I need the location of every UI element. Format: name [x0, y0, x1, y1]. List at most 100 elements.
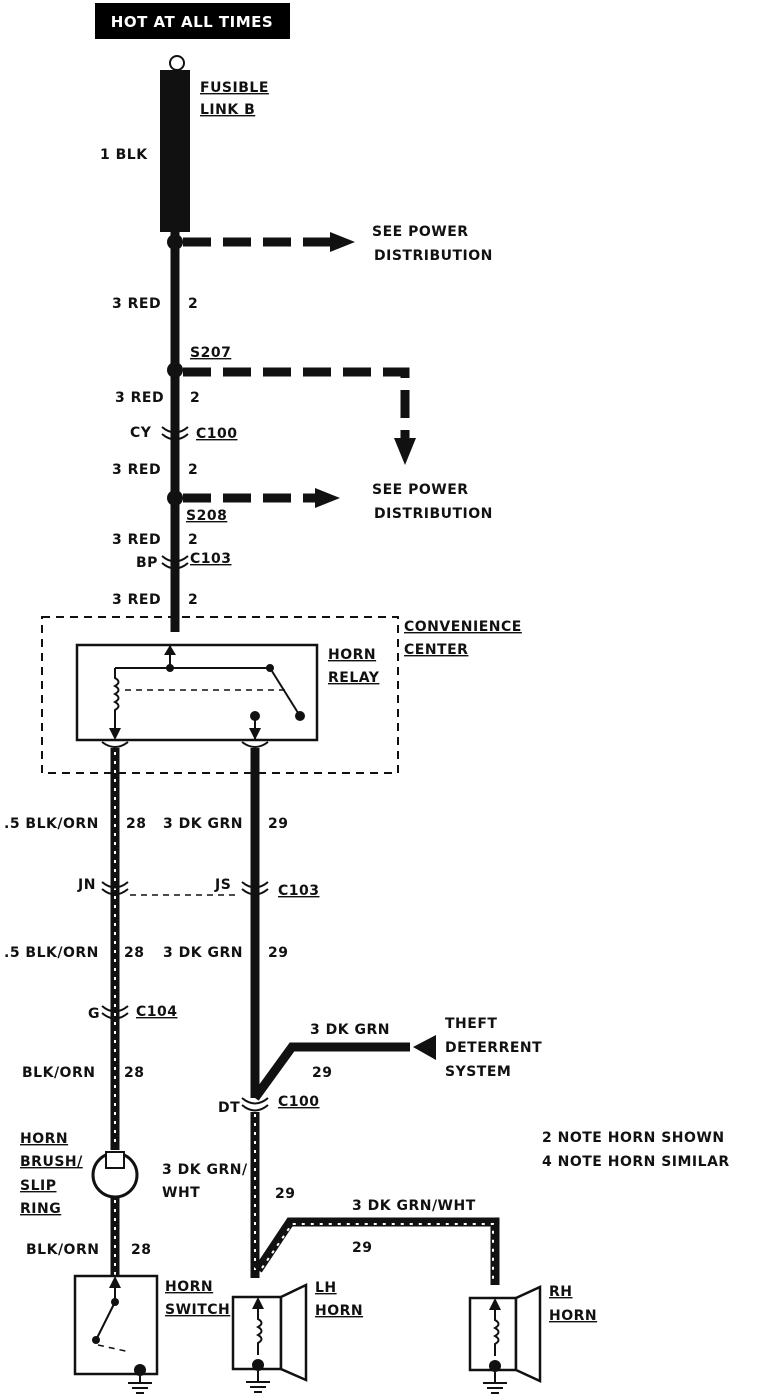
- fuse-label-2: LINK B: [200, 102, 255, 118]
- horn-relay-label-1: HORN: [328, 647, 376, 663]
- horn-brush-body: [105, 1151, 125, 1169]
- seg5-circuit: 2: [188, 592, 198, 608]
- arrow-head-down: [394, 438, 416, 465]
- left-seg2-wire: .5 BLK/ORN: [4, 945, 99, 961]
- conn-jn-pin: JN: [77, 877, 96, 893]
- left-seg3-wire: BLK/ORN: [22, 1065, 95, 1081]
- left-seg2-circuit: 28: [124, 945, 144, 961]
- relay-out-arrow-left: [109, 728, 121, 740]
- horn-relay-box: [75, 643, 319, 742]
- rh-feed-wire: 3 DK GRN/WHT: [352, 1198, 476, 1214]
- horn-switch-link: [97, 1344, 131, 1353]
- power-dist-1-line2: DISTRIBUTION: [374, 248, 493, 264]
- relay-in-arrowhead: [164, 645, 176, 655]
- fuse-terminal: [169, 55, 185, 71]
- convenience-center-label-2: CENTER: [404, 642, 468, 658]
- s207-branch-arrow: [183, 367, 410, 438]
- horn-switch-pivot: [92, 1336, 100, 1344]
- rh-horn-label-2: HORN: [549, 1308, 597, 1324]
- left-seg3-circuit: 28: [124, 1065, 144, 1081]
- brush-label-4: RING: [20, 1201, 61, 1217]
- lh-horn-label-2: HORN: [315, 1303, 363, 1319]
- relay-out-arrow-right: [249, 728, 261, 740]
- switch-ground-icon: [128, 1376, 152, 1394]
- connector-dt-c100: [241, 1097, 269, 1112]
- right-seg1-circuit: 29: [268, 816, 288, 832]
- right-seg2-wire: 3 DK GRN: [163, 945, 243, 961]
- splice-s208-dot: [167, 490, 183, 506]
- rh-feed-circuit: 29: [352, 1240, 372, 1256]
- theft-circuit-label: 29: [312, 1065, 332, 1081]
- note-line-2: 4 NOTE HORN SIMILAR: [542, 1154, 730, 1170]
- splice-s207-dot: [167, 362, 183, 378]
- power-dist-2-line2: DISTRIBUTION: [374, 506, 493, 522]
- lh-horn-icon: [231, 1283, 308, 1393]
- right-seg3-circuit: 29: [275, 1186, 295, 1202]
- note-line-1: 2 NOTE HORN SHOWN: [542, 1130, 725, 1146]
- seg4-circuit: 2: [188, 532, 198, 548]
- relay-armature: [269, 667, 301, 717]
- fuse-wire-label: 1 BLK: [100, 147, 148, 163]
- connector-jn: [101, 881, 129, 896]
- conn-c100-right-name: C100: [278, 1094, 320, 1110]
- convenience-center-box: [41, 616, 399, 774]
- relay-armature-end: [295, 711, 305, 721]
- right-seg3-wire-2: WHT: [162, 1185, 200, 1201]
- fusible-link: [160, 70, 190, 232]
- splice-s207-label: S207: [190, 345, 231, 361]
- rh-horn-icon: [468, 1285, 542, 1394]
- relay-right-connector: [241, 741, 269, 748]
- seg3-wire: 3 RED: [112, 462, 161, 478]
- conn-c104-name: C104: [136, 1004, 178, 1020]
- power-dist-1-line1: SEE POWER: [372, 224, 469, 240]
- conn-js-pin: JS: [214, 877, 231, 893]
- horn-switch-label-2: SWITCH: [165, 1302, 230, 1318]
- horn-switch-lever: [95, 1301, 116, 1341]
- relay-coil: [112, 668, 120, 730]
- conn-c103-name: C103: [190, 551, 232, 567]
- brush-label-2: BRUSH/: [20, 1154, 83, 1170]
- left-seg1-circuit: 28: [126, 816, 146, 832]
- connector-js: [241, 881, 269, 896]
- relay-left-connector: [101, 741, 129, 748]
- conn-bp-pin: BP: [136, 555, 158, 571]
- right-seg3-wire-1: 3 DK GRN/: [162, 1162, 248, 1178]
- seg4-wire: 3 RED: [112, 532, 161, 548]
- horn-switch-label-1: HORN: [165, 1279, 213, 1295]
- theft-feed-wire: [251, 1042, 410, 1101]
- header-title: HOT AT ALL TIMES: [111, 13, 273, 31]
- seg1-circuit: 2: [188, 296, 198, 312]
- conn-g-pin: G: [88, 1006, 100, 1022]
- horn-switch-ground-node: [134, 1364, 146, 1376]
- splice-dot-top: [167, 234, 183, 250]
- brush-label-3: SLIP: [20, 1178, 56, 1194]
- seg2-wire: 3 RED: [115, 390, 164, 406]
- theft-wire-label: 3 DK GRN: [310, 1022, 390, 1038]
- horn-relay-label-2: RELAY: [328, 670, 380, 686]
- arrow-head-2: [315, 488, 340, 508]
- theft-system-1: THEFT: [445, 1016, 497, 1032]
- conn-c100-name: C100: [196, 426, 238, 442]
- right-seg2-circuit: 29: [268, 945, 288, 961]
- seg1-wire: 3 RED: [112, 296, 161, 312]
- rh-horn-feed-stripe: [261, 1223, 494, 1283]
- theft-arrowhead: [413, 1035, 436, 1060]
- lh-horn-label-1: LH: [315, 1280, 337, 1296]
- theft-system-3: SYSTEM: [445, 1064, 511, 1080]
- right-seg1-wire: 3 DK GRN: [163, 816, 243, 832]
- left-seg4-wire: BLK/ORN: [26, 1242, 99, 1258]
- header-box: [95, 3, 290, 39]
- rh-horn-label-1: RH: [549, 1284, 573, 1300]
- left-seg4-circuit: 28: [131, 1242, 151, 1258]
- rh-horn-feed-wire: [254, 1217, 500, 1285]
- conn-dt-pin: DT: [218, 1100, 240, 1116]
- arrow-head-1: [330, 232, 355, 252]
- conn-cy-pin: CY: [130, 425, 152, 441]
- connector-cy-c100: [161, 426, 189, 441]
- power-dist-2-line1: SEE POWER: [372, 482, 469, 498]
- left-seg1-wire: .5 BLK/ORN: [4, 816, 99, 832]
- seg5-wire: 3 RED: [112, 592, 161, 608]
- splice-s208-label: S208: [186, 508, 227, 524]
- convenience-center-label-1: CONVENIENCE: [404, 619, 522, 635]
